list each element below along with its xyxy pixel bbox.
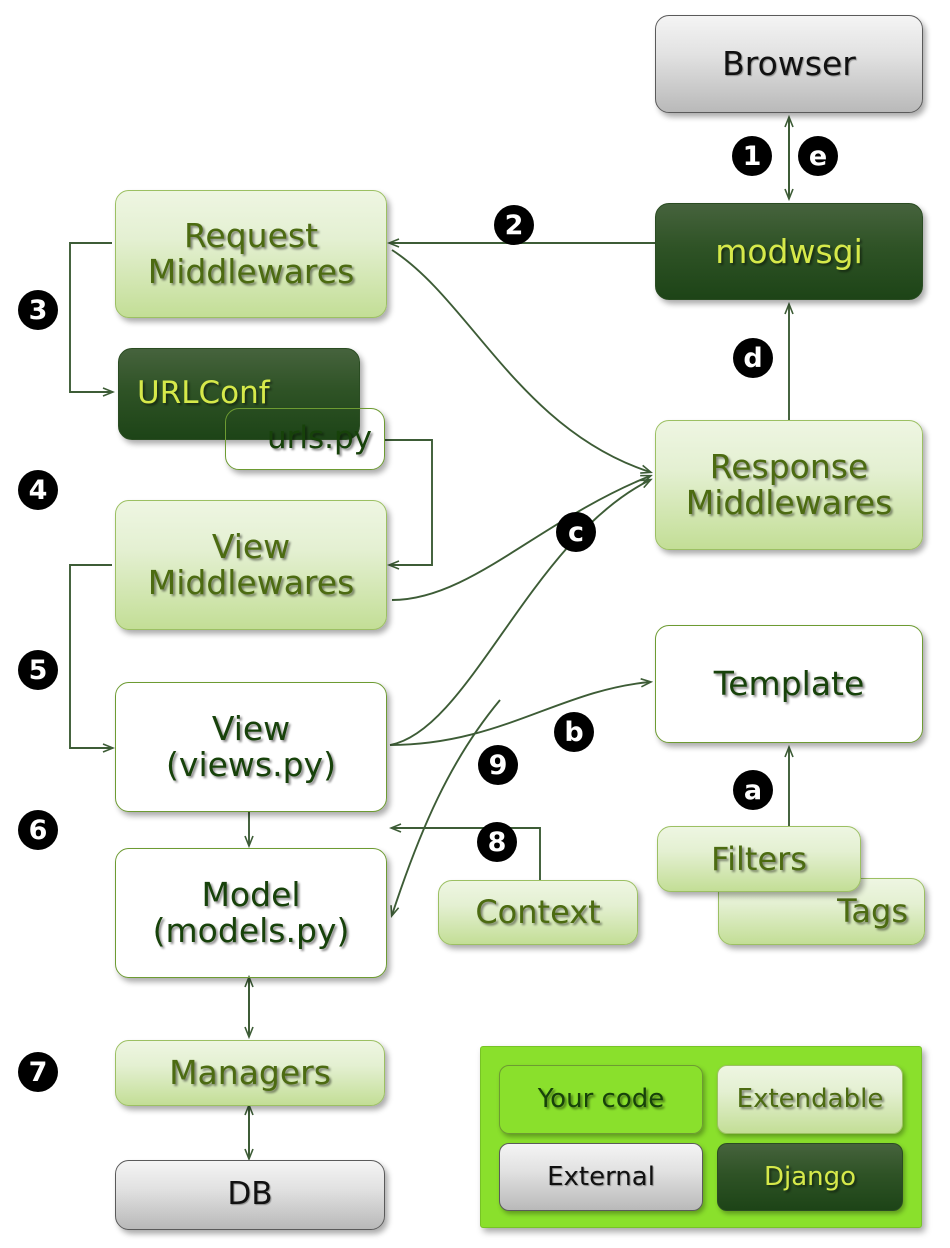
legend-item-your-code[interactable]: Your code — [499, 1065, 703, 1134]
node-modwsgi[interactable]: modwsgi — [655, 203, 923, 300]
wire-request-mw-response-mw — [391, 249, 650, 472]
node-urls-py[interactable]: urls.py — [225, 408, 385, 470]
node-model-line1: Model — [201, 875, 301, 915]
badge-5: 5 — [18, 650, 58, 690]
node-filters-label: Filters — [711, 839, 807, 878]
node-request-middlewares-line1: Request — [183, 216, 319, 256]
node-modwsgi-label: modwsgi — [715, 231, 863, 271]
node-response-middlewares-line2: Middlewares — [685, 483, 893, 522]
badge-e: e — [798, 136, 838, 176]
badge-2-text: 2 — [504, 209, 524, 241]
wire-view-mw-view — [69, 564, 112, 748]
legend-item-external-label: External — [547, 1161, 655, 1192]
node-response-middlewares-line1: Response — [709, 447, 869, 487]
node-model[interactable]: Model (models.py) — [115, 848, 387, 978]
node-view[interactable]: View (views.py) — [115, 682, 387, 812]
badge-1: 1 — [732, 136, 772, 176]
legend-item-your-code-label: Your code — [537, 1084, 665, 1115]
badge-e-text: e — [808, 140, 828, 172]
badge-1-text: 1 — [742, 140, 762, 172]
node-db[interactable]: DB — [115, 1160, 385, 1230]
legend-item-extendable-label: Extendable — [736, 1084, 884, 1115]
legend-item-django-label: Django — [763, 1161, 857, 1192]
badge-4-text: 4 — [28, 474, 48, 506]
badge-b-text: b — [564, 716, 584, 748]
badge-9: 9 — [478, 745, 518, 785]
node-browser[interactable]: Browser — [655, 15, 923, 113]
badge-c-text: c — [567, 516, 584, 548]
badge-7: 7 — [18, 1052, 58, 1092]
badge-7-text: 7 — [28, 1056, 48, 1088]
node-db-label: DB — [227, 1176, 273, 1213]
node-browser-label: Browser — [722, 44, 856, 84]
wire-context-model — [392, 699, 501, 915]
badge-9-text: 9 — [488, 749, 508, 781]
node-view-line2: (views.py) — [166, 745, 336, 784]
badge-8: 8 — [477, 822, 517, 862]
node-filters[interactable]: Filters — [657, 826, 861, 892]
node-view-line1: View — [211, 709, 291, 749]
badge-2: 2 — [494, 205, 534, 245]
badge-b: b — [554, 712, 594, 752]
legend-item-django[interactable]: Django — [717, 1143, 903, 1211]
node-urlconf-label: URLConf — [137, 375, 270, 412]
wire-request-mw-urlconf — [69, 242, 112, 392]
badge-d: d — [733, 338, 773, 378]
legend-panel: Your code Extendable External Django — [480, 1046, 922, 1228]
badge-8-text: 8 — [487, 826, 507, 858]
wire-urlspy-view-mw — [385, 439, 433, 565]
badge-6-text: 6 — [28, 814, 48, 846]
node-urlconf[interactable]: URLConf — [118, 348, 360, 440]
node-template-label: Template — [713, 664, 865, 704]
badge-c: c — [556, 512, 596, 552]
node-view-middlewares-line2: Middlewares — [147, 563, 355, 602]
node-tags-label: Tags — [837, 892, 908, 931]
badge-3-text: 3 — [28, 294, 48, 326]
node-managers-label: Managers — [169, 1053, 331, 1093]
node-request-middlewares-line2: Middlewares — [147, 252, 355, 291]
badge-3: 3 — [18, 290, 58, 330]
node-model-line2: (models.py) — [152, 911, 350, 950]
wire-context-view — [392, 828, 541, 880]
badge-4: 4 — [18, 470, 58, 510]
wire-view-mw-response-mw — [391, 476, 650, 601]
badge-d-text: d — [743, 342, 763, 374]
node-urls-py-label: urls.py — [266, 420, 372, 457]
node-view-middlewares-line1: View — [211, 527, 291, 567]
node-response-middlewares[interactable]: Response Middlewares — [655, 420, 923, 550]
badge-6: 6 — [18, 810, 58, 850]
node-context[interactable]: Context — [438, 880, 638, 945]
badge-5-text: 5 — [28, 654, 48, 686]
node-request-middlewares[interactable]: Request Middlewares — [115, 190, 387, 318]
node-view-middlewares[interactable]: View Middlewares — [115, 500, 387, 630]
wire-view-response-mw — [389, 480, 650, 746]
badge-a: a — [733, 770, 773, 810]
legend-item-external[interactable]: External — [499, 1143, 703, 1211]
node-context-label: Context — [475, 893, 601, 932]
legend-item-extendable[interactable]: Extendable — [717, 1065, 903, 1134]
badge-a-text: a — [743, 774, 763, 806]
node-template[interactable]: Template — [655, 625, 923, 743]
wire-view-template — [389, 682, 650, 746]
node-managers[interactable]: Managers — [115, 1040, 385, 1106]
